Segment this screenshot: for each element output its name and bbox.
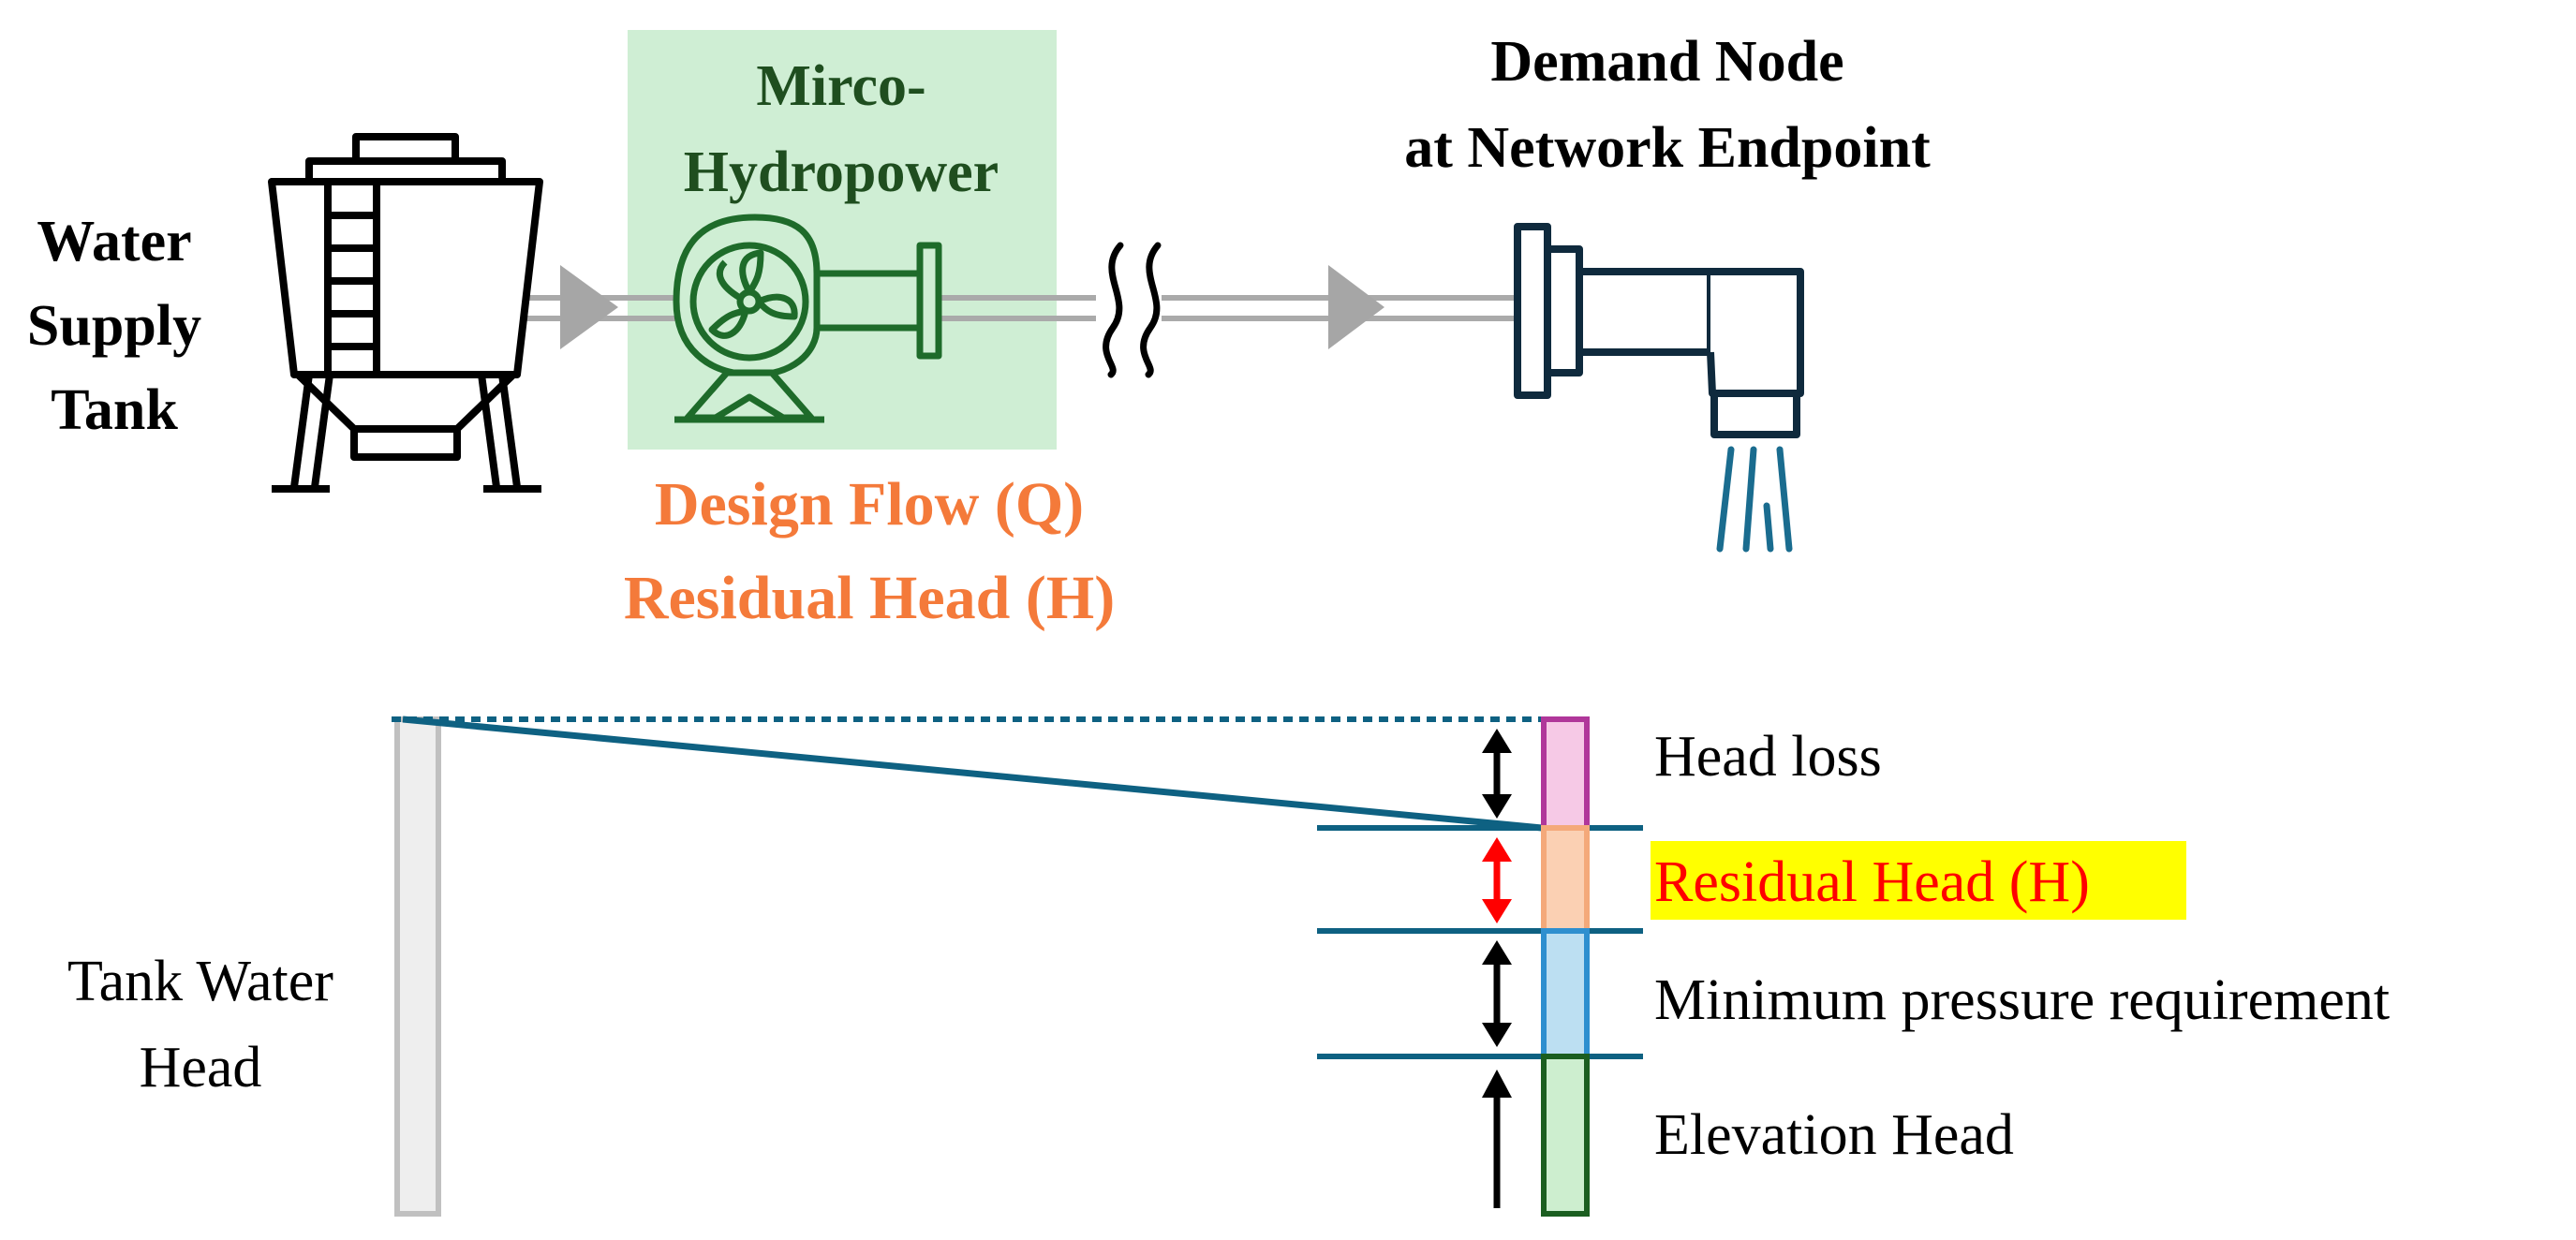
tank-label-line-1: Water (37, 210, 191, 273)
flow-arrow-icon (560, 265, 618, 349)
segment-head-loss (1541, 716, 1590, 831)
water-tank-icon (268, 133, 543, 493)
legend-head-loss: Head loss (1654, 725, 1882, 789)
turbine-icon (673, 214, 942, 423)
demand-node-label-line-2: at Network Endpoint (1404, 116, 1931, 180)
demand-node-label-line-1: Demand Node (1490, 30, 1843, 94)
hydraulic-grade-line (402, 716, 1543, 832)
tank-water-head-bar (394, 716, 441, 1217)
segment-min-pressure (1541, 928, 1590, 1059)
legend-residual-head: Residual Head (H) (1654, 850, 2090, 914)
faucet-icon (1514, 223, 1804, 438)
elevation-head-arrow (1482, 1070, 1512, 1208)
tank-label-line-3: Tank (51, 378, 178, 442)
tank-label-line-2: Supply (27, 294, 201, 358)
legend-min-pressure: Minimum pressure requirement (1654, 968, 2390, 1032)
pipe-break-icon (1103, 242, 1162, 378)
flow-arrow-icon (1328, 265, 1384, 349)
tank-water-head-line-2: Head (140, 1036, 262, 1100)
head-loss-arrow (1482, 729, 1512, 819)
design-flow-label: Design Flow (Q) (655, 470, 1084, 539)
residual-head-top-label: Residual Head (H) (624, 564, 1115, 632)
tank-water-head-line-1: Tank Water (67, 950, 333, 1013)
hydropower-label-line-2: Hydropower (684, 140, 999, 204)
segment-elevation-head (1541, 1054, 1590, 1217)
legend-elevation-head: Elevation Head (1654, 1103, 2014, 1167)
hydropower-label-line-1: Mirco- (756, 54, 925, 118)
min-pressure-arrow (1482, 940, 1512, 1047)
residual-head-highlight (1651, 841, 2186, 920)
residual-head-arrow (1482, 837, 1512, 923)
segment-residual-head (1541, 825, 1590, 934)
water-spray-icon (1716, 446, 1793, 553)
